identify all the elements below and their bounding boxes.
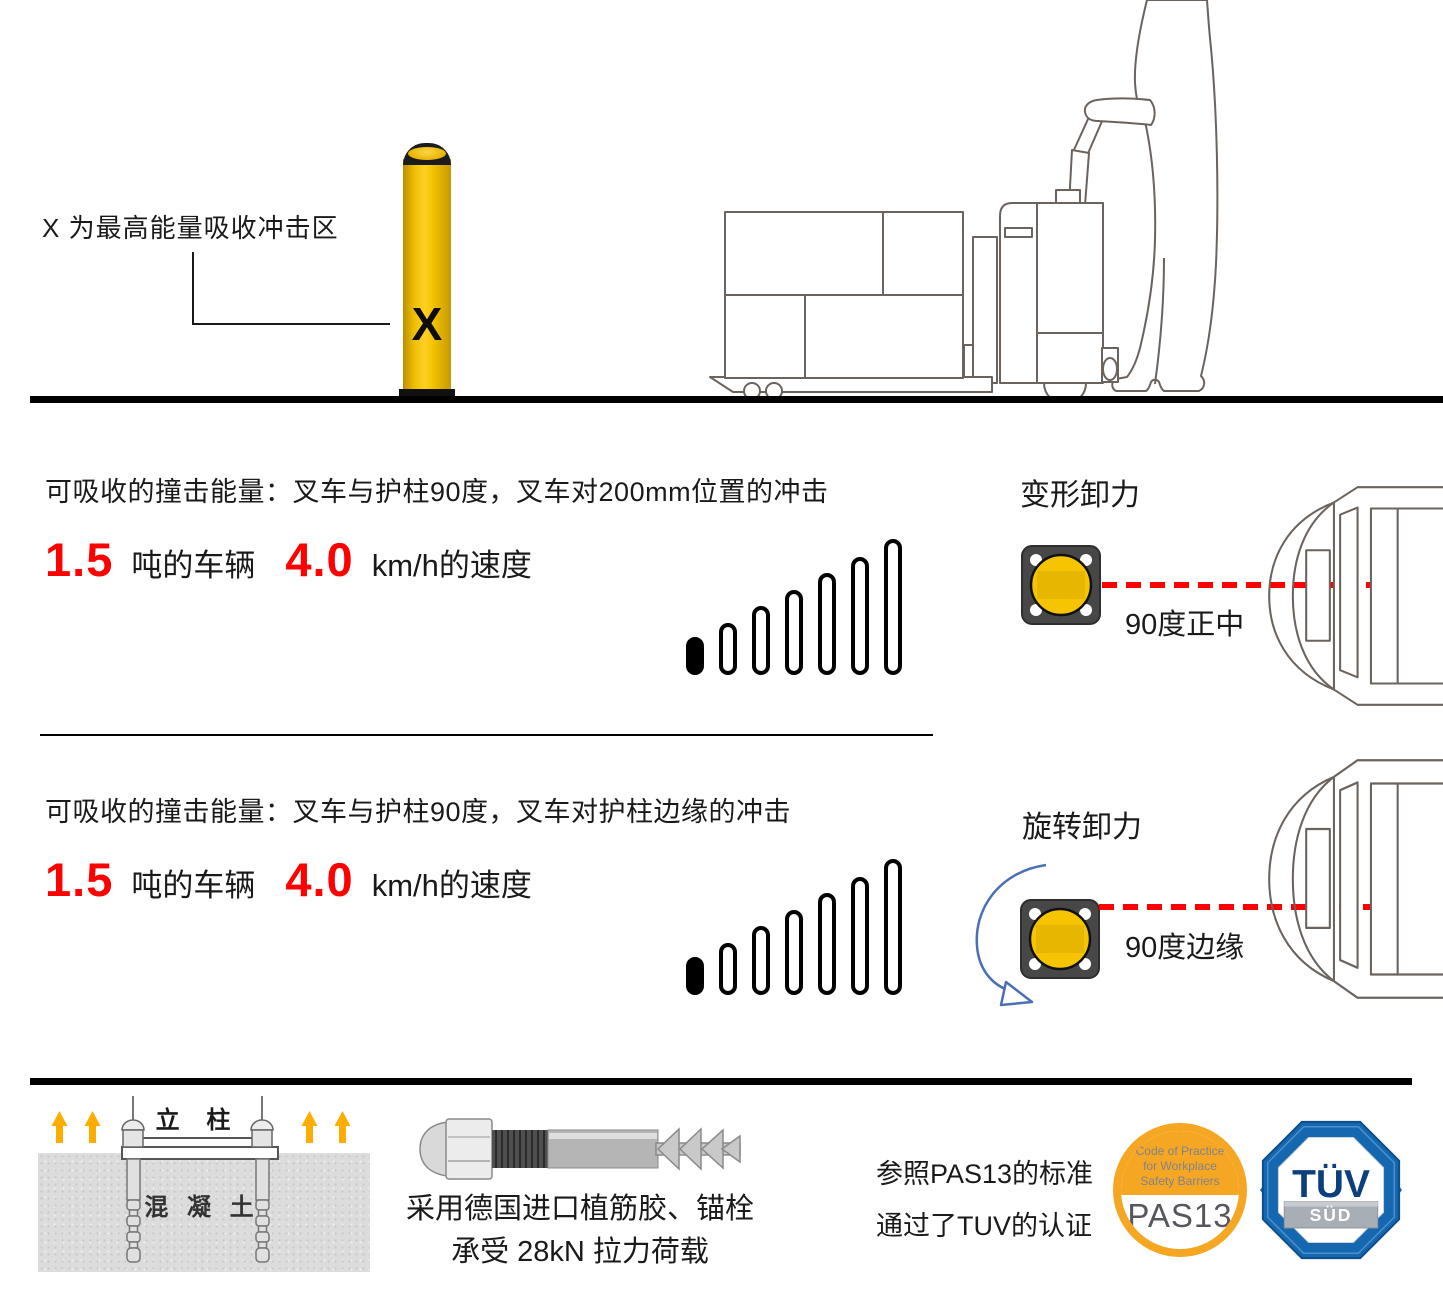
impact-level-bar	[851, 557, 869, 675]
anchor-description-line2: 承受 28kN 拉力荷载	[451, 1236, 709, 1268]
anchor-bolt-illustration	[419, 1118, 741, 1180]
pas13-badge-text: Code of Practice for Workplace Safety Ba…	[1121, 1131, 1239, 1195]
truck-body	[999, 202, 1104, 384]
impact-level-bar	[785, 590, 803, 675]
vehicle-weight-value: 1.5	[45, 853, 114, 906]
certification-line1: 参照PAS13的标准	[876, 1159, 1094, 1189]
installation-diagram: 立 柱 混 凝 土	[51, 1096, 351, 1263]
section-divider	[40, 734, 933, 736]
vehicle-weight-unit: 吨的车辆	[131, 548, 256, 583]
mode-title: 旋转卸力	[1022, 811, 1142, 844]
rotation-arrow-icon	[975, 863, 1047, 1007]
bollard-body	[403, 159, 451, 389]
impact-speed-unit: km/h的速度	[371, 548, 532, 583]
vehicle-weight-unit: 吨的车辆	[131, 868, 256, 903]
certification-note: 参照PAS13的标准 通过了TUV的认证	[876, 1148, 1093, 1252]
annotation-leader-line	[192, 323, 390, 325]
embedded-anchor	[126, 1158, 270, 1263]
annotation-leader-line	[192, 252, 194, 325]
impact-level-bar	[686, 637, 704, 675]
column-label: 立 柱	[156, 1106, 241, 1134]
anchor-description-line1: 采用德国进口植筋胶、锚栓	[405, 1193, 754, 1225]
mast	[972, 236, 998, 384]
uplift-arrow	[51, 1111, 68, 1143]
uplift-arrow	[84, 1111, 101, 1143]
bollard-top-view	[1020, 899, 1100, 979]
bollard-base	[399, 389, 455, 397]
operator-arm	[1083, 97, 1156, 126]
impact-line	[1099, 904, 1375, 910]
impact-speed-value: 4.0	[285, 533, 354, 586]
pas13-badge: Code of Practice for Workplace Safety Ba…	[1113, 1123, 1247, 1257]
bollard-cap-top	[408, 147, 446, 160]
impact-level-bar	[884, 859, 902, 995]
bollard-top-view	[1021, 545, 1101, 625]
anchor-description: 采用德国进口植筋胶、锚栓 承受 28kN 拉力荷载	[400, 1188, 760, 1274]
impact-heading: 可吸收的撞击能量：叉车与护柱90度，叉车对护柱边缘的冲击	[45, 797, 792, 827]
impact-level-bar	[719, 943, 737, 995]
mode-caption: 90度边缘	[1125, 932, 1245, 964]
truck-front-illustration	[1268, 759, 1443, 999]
concrete-label: 混 凝 土	[144, 1194, 259, 1221]
ground-line	[30, 396, 1443, 403]
bollard-impact-marker: X	[411, 298, 443, 350]
impact-level-bar	[752, 926, 770, 995]
impact-spec-line: 1.5 吨的车辆 4.0 km/h的速度	[45, 532, 532, 587]
impact-level-bar	[851, 877, 869, 995]
uplift-arrow	[301, 1111, 318, 1143]
impact-level-bar	[719, 623, 737, 675]
certification-line2: 通过了TUV的认证	[876, 1211, 1092, 1241]
impact-speed-value: 4.0	[285, 853, 354, 906]
truck-front-illustration	[1268, 486, 1443, 706]
mode-caption: 90度正中	[1125, 609, 1245, 641]
operator-outline	[1111, 0, 1219, 392]
pas13-label: PAS13	[1127, 1196, 1233, 1234]
tuv-sud-badge: TÜV SÜD	[1259, 1120, 1403, 1260]
vehicle-weight-value: 1.5	[45, 533, 114, 586]
impact-level-bar	[818, 893, 836, 995]
mode-title: 变形卸力	[1020, 479, 1140, 512]
tuv-sud-label: SÜD	[1310, 1205, 1353, 1225]
pallet-truck-illustration	[709, 0, 1219, 400]
impact-level-bar	[752, 606, 770, 675]
section-divider	[30, 1078, 1412, 1085]
cargo-box	[724, 294, 964, 379]
impact-line	[1102, 582, 1374, 588]
impact-zone-annotation: X 为最高能量吸收冲击区	[42, 213, 339, 243]
impact-level-bar	[686, 957, 704, 995]
uplift-arrow	[334, 1111, 351, 1143]
bollard-side-view: X	[399, 143, 455, 397]
impact-speed-unit: km/h的速度	[371, 868, 532, 903]
impact-spec-line: 1.5 吨的车辆 4.0 km/h的速度	[45, 852, 532, 907]
impact-level-bar	[785, 910, 803, 995]
impact-level-bar	[818, 573, 836, 675]
impact-heading: 可吸收的撞击能量：叉车与护柱90度，叉车对200mm位置的冲击	[45, 477, 829, 507]
impact-level-bar	[884, 539, 902, 675]
impact-level-bars	[686, 537, 902, 675]
concrete-block	[38, 1153, 370, 1272]
impact-level-bars	[686, 857, 902, 995]
cargo-box	[724, 211, 964, 296]
tuv-label: TÜV	[1292, 1163, 1370, 1206]
